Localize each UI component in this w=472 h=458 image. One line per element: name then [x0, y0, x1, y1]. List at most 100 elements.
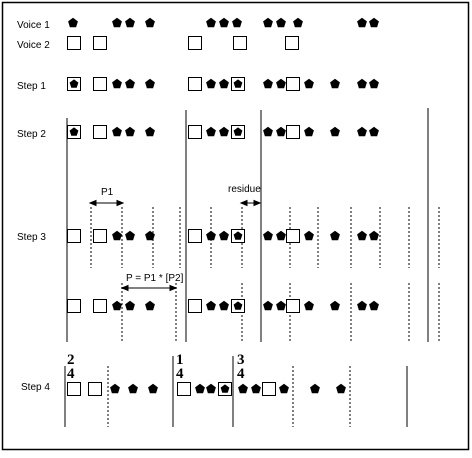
onset-dot: [219, 126, 229, 137]
onset-dot: [330, 300, 340, 311]
coincident-onset: [220, 384, 230, 393]
onset-dot: [276, 17, 286, 28]
onset-dot: [369, 126, 379, 137]
onset-dot: [219, 230, 229, 241]
onset-box: [188, 77, 202, 91]
onset-dot: [369, 78, 379, 89]
onset-dot: [357, 126, 367, 137]
onset-dot: [263, 300, 273, 311]
onset-dot: [148, 383, 158, 394]
diagram-border: [1, 1, 470, 451]
onset-box: [233, 36, 247, 50]
onset-dot: [68, 17, 78, 28]
onset-box: [285, 36, 299, 50]
onset-dot: [145, 78, 155, 89]
onset-box: [67, 229, 81, 243]
onset-dot: [336, 383, 346, 394]
onset-dot: [110, 383, 120, 394]
coincident-onset: [233, 127, 243, 136]
onset-box: [286, 125, 300, 139]
onset-box: [188, 125, 202, 139]
label-voice-2: Voice 2: [17, 40, 50, 51]
onset-box: [67, 299, 81, 313]
onset-dot: [251, 383, 261, 394]
onset-box: [286, 229, 300, 243]
time-signature-denominator: 4: [176, 366, 184, 382]
coincident-onset: [69, 127, 79, 136]
onset-dot: [357, 78, 367, 89]
onset-dot: [112, 230, 122, 241]
onset-dot: [263, 78, 273, 89]
onset-dot: [112, 78, 122, 89]
onset-box: [93, 299, 107, 313]
onset-box: [177, 382, 191, 396]
coincident-onset: [233, 79, 243, 88]
onset-dot: [112, 300, 122, 311]
onset-box: [188, 299, 202, 313]
onset-dot: [206, 78, 216, 89]
onset-dot: [304, 126, 314, 137]
time-signature-numerator: 2: [67, 352, 75, 368]
onset-dot: [206, 300, 216, 311]
barlines: [64, 108, 429, 427]
onset-dot: [330, 230, 340, 241]
coincident-onset: [69, 79, 79, 88]
onset-dot: [369, 300, 379, 311]
annotation-p-formula: P = P1 * [P2]: [126, 273, 184, 284]
onset-dot: [357, 17, 367, 28]
onset-dot: [145, 17, 155, 28]
onset-dot: [219, 17, 229, 28]
onset-dot: [112, 17, 122, 28]
onset-dot: [279, 383, 289, 394]
label-step-2: Step 2: [17, 129, 46, 140]
onset-dot: [304, 300, 314, 311]
onset-box: [188, 36, 202, 50]
onset-dot: [276, 126, 286, 137]
onset-box: [88, 382, 102, 396]
onset-dot: [128, 383, 138, 394]
dimension-arrows: [88, 199, 262, 292]
onset-dot: [276, 230, 286, 241]
onset-dot: [112, 126, 122, 137]
onset-box: [286, 77, 300, 91]
onset-dot: [263, 17, 273, 28]
time-signature-denominator: 4: [237, 366, 245, 382]
onset-box: [262, 382, 276, 396]
onset-dot: [232, 17, 242, 28]
time-signature-denominator: 4: [67, 366, 75, 382]
onset-box: [67, 36, 81, 50]
onset-dot: [369, 17, 379, 28]
onset-dot: [195, 383, 205, 394]
onset-box: [67, 382, 81, 396]
onset-dot: [206, 383, 216, 394]
time-signature-numerator: 1: [176, 352, 184, 368]
onset-dot: [145, 126, 155, 137]
onset-dot: [145, 300, 155, 311]
annotation-p1: P1: [101, 187, 114, 198]
onset-dot: [125, 230, 135, 241]
onset-box: [93, 36, 107, 50]
onset-dot: [304, 230, 314, 241]
annotation-residue: residue: [228, 184, 261, 195]
onset-dot: [293, 17, 303, 28]
onset-dot: [238, 383, 248, 394]
onset-dot: [219, 78, 229, 89]
onset-dot: [125, 300, 135, 311]
onset-dot: [357, 300, 367, 311]
coincident-onset: [233, 231, 243, 240]
onset-dot: [125, 17, 135, 28]
onset-dot: [206, 126, 216, 137]
onset-dot: [369, 230, 379, 241]
onset-dot: [263, 230, 273, 241]
onset-dot: [219, 300, 229, 311]
onset-dot: [125, 78, 135, 89]
rhythm-symbols: [67, 17, 379, 396]
label-step-3: Step 3: [17, 232, 46, 243]
onset-dot: [145, 230, 155, 241]
onset-box: [93, 77, 107, 91]
onset-dot: [276, 300, 286, 311]
onset-dot: [125, 126, 135, 137]
coincident-onset: [233, 301, 243, 310]
onset-dot: [206, 17, 216, 28]
onset-box: [188, 229, 202, 243]
